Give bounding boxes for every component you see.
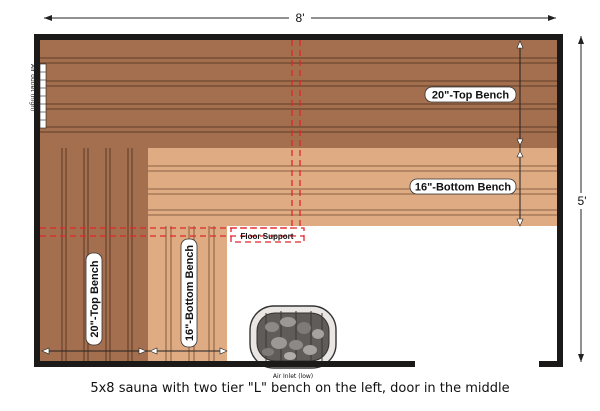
back-bottom-bench-label: 16"-Bottom Bench: [415, 182, 512, 194]
left-bench-measure: [41, 347, 228, 355]
width-dimension: 8': [44, 11, 556, 25]
sauna-walls: [34, 34, 563, 367]
air-inlet-label: Air Inlet (low): [273, 373, 313, 380]
diagram-caption: 5x8 sauna with two tier "L" bench on the…: [90, 381, 510, 396]
left-bottom-bench-label: 16"-Bottom Bench: [184, 245, 196, 342]
floor-support-lines: [40, 40, 305, 243]
left-top-bench-label-box: 20"-Top Bench: [85, 252, 103, 346]
floor-support-label: Floor Support: [241, 232, 294, 241]
width-dimension-label: 8': [296, 11, 305, 25]
depth-dimension: 5': [572, 36, 592, 362]
back-top-bench-label-box: 20"-Top Bench: [424, 86, 517, 103]
air-outlet-vent: [39, 63, 47, 129]
sauna-heater: [249, 305, 337, 369]
left-top-bench-label: 20"-Top Bench: [89, 260, 101, 337]
depth-dimension-label: 5': [578, 194, 587, 208]
back-bottom-bench-label-box: 16"-Bottom Bench: [409, 178, 517, 195]
air-outlet-label: Air outlet (high): [29, 64, 36, 111]
left-bottom-bench-label-box: 16"-Bottom Bench: [180, 238, 198, 348]
back-bench-measure: [516, 40, 524, 227]
back-top-bench-label: 20"-Top Bench: [432, 90, 509, 102]
